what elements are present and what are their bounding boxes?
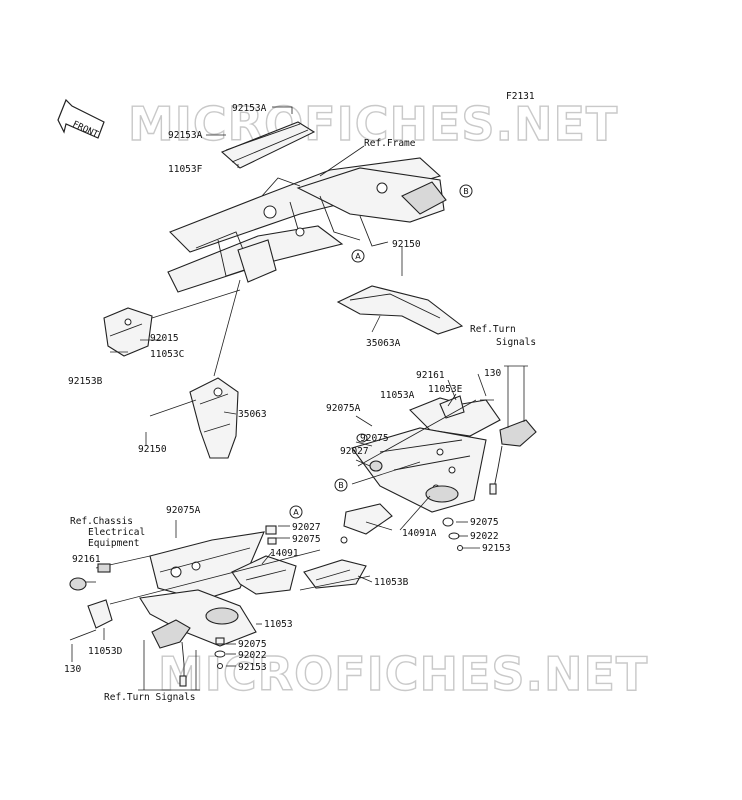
- callout-ref-turn-signals-bot: Ref.Turn Signals: [104, 692, 196, 703]
- callout-ref-chassis-2: Electrical: [88, 527, 145, 538]
- callout-11053: 11053: [264, 619, 293, 630]
- callout-92027-l: 92027: [292, 522, 321, 533]
- ref-circle-b-top: B: [459, 184, 473, 198]
- watermark-bottom: MICROFICHES.NET: [158, 647, 648, 701]
- callout-92022-l: 92022: [238, 650, 267, 661]
- front-arrow-icon: FRONT: [57, 98, 105, 140]
- callout-11053f: 11053F: [168, 164, 203, 175]
- watermark-top: MICROFICHES.NET: [128, 97, 618, 151]
- callout-92161-top: 92161: [416, 370, 445, 381]
- ref-circle-b-mid: B: [334, 478, 348, 492]
- callout-35063a: 35063A: [366, 338, 401, 349]
- callout-92015: 92015: [150, 333, 179, 344]
- stay-35063-drawing: [149, 279, 241, 459]
- callout-11053c: 11053C: [150, 349, 184, 360]
- callout-92027-r: 92027: [340, 446, 369, 457]
- callout-92150-top: 92150: [392, 239, 421, 250]
- callout-ref-frame: Ref.Frame: [364, 138, 416, 149]
- callout-ref-chassis-1: Ref.Chassis: [70, 516, 133, 527]
- callout-14091: 14091: [270, 548, 299, 559]
- right-fender-assembly-drawing: [343, 365, 537, 551]
- callout-92022-r: 92022: [470, 531, 499, 542]
- ref-circle-a-bot: A: [289, 505, 303, 519]
- callout-92153-r: 92153: [482, 543, 511, 554]
- svg-text:B: B: [338, 481, 344, 490]
- callout-11053b: 11053B: [374, 577, 409, 588]
- callout-92153a-top: 92153A: [232, 103, 267, 114]
- lower-fender-assembly-drawing: [69, 525, 371, 691]
- svg-text:A: A: [355, 252, 361, 261]
- callout-leaders: [71, 106, 487, 667]
- callout-11053a: 11053A: [380, 390, 415, 401]
- bracket-11053c-drawing: [103, 289, 241, 357]
- callout-92161-bot: 92161: [72, 554, 101, 565]
- callout-92150-bot: 92150: [138, 444, 167, 455]
- callout-92075-r1: 92075: [360, 433, 389, 444]
- svg-text:A: A: [293, 508, 299, 517]
- stay-35063a-drawing: [336, 252, 464, 335]
- callout-92153-l: 92153: [238, 662, 267, 673]
- svg-text:B: B: [463, 187, 469, 196]
- callout-14091a: 14091A: [402, 528, 437, 539]
- callout-11053d: 11053D: [88, 646, 123, 657]
- callout-92075a-bot: 92075A: [166, 505, 201, 516]
- ref-circle-a-top: A: [351, 249, 365, 263]
- callout-35063: 35063: [238, 409, 267, 420]
- callout-92075a-top: 92075A: [326, 403, 361, 414]
- callout-92075-r2: 92075: [470, 517, 499, 528]
- callout-11053e: 11053E: [428, 384, 463, 395]
- callout-ref-chassis-3: Equipment: [88, 538, 139, 549]
- callout-92075-l1: 92075: [292, 534, 321, 545]
- callout-92153a-mid: 92153A: [168, 130, 203, 141]
- rear-frame-drawing: [167, 121, 447, 293]
- callout-ref-turn-signals-2: Signals: [496, 337, 536, 348]
- callout-130-bot: 130: [64, 664, 81, 675]
- callout-130-top: 130: [484, 368, 501, 379]
- callout-ref-turn-signals-1: Ref.Turn: [470, 324, 516, 335]
- callout-92153b: 92153B: [68, 376, 103, 387]
- callout-92075-l2: 92075: [238, 639, 267, 650]
- figure-code: F2131: [506, 91, 535, 102]
